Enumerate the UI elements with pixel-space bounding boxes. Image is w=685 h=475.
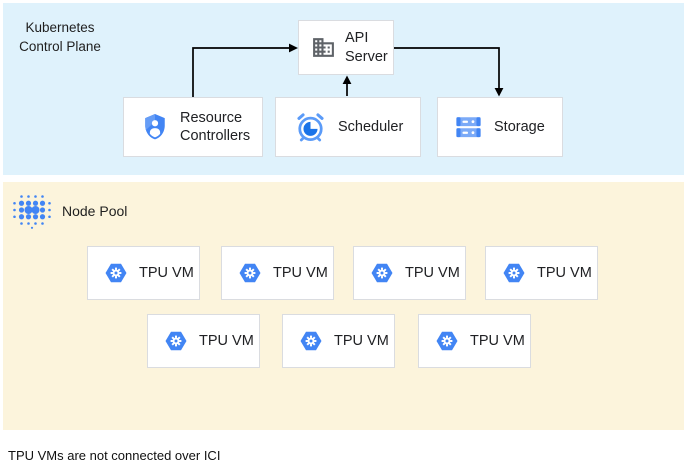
tpu-vm-node: TPU VM xyxy=(282,314,395,368)
building-icon xyxy=(311,35,336,60)
scheduler-label: Scheduler xyxy=(338,118,404,135)
dot-cluster-icon xyxy=(12,190,52,230)
hexagon-gear-icon xyxy=(164,329,188,353)
alarm-clock-icon xyxy=(294,111,327,144)
tpu-vm-label: TPU VM xyxy=(273,264,328,281)
tpu-vm-label: TPU VM xyxy=(405,264,460,281)
api-server-node: API Server xyxy=(298,20,394,75)
hexagon-gear-icon xyxy=(502,261,526,285)
hexagon-gear-icon xyxy=(104,261,128,285)
api-server-label: API Server xyxy=(345,30,388,65)
hexagon-gear-icon xyxy=(299,329,323,353)
shield-user-icon xyxy=(140,112,170,142)
resource-controllers-label: Resource Controllers xyxy=(180,109,251,144)
tpu-vm-label: TPU VM xyxy=(334,332,389,349)
tpu-vm-node: TPU VM xyxy=(87,246,200,300)
control-plane-title: Kubernetes Control Plane xyxy=(19,20,101,54)
tpu-vm-node: TPU VM xyxy=(221,246,334,300)
node-pool-title: Node Pool xyxy=(62,203,128,219)
hexagon-gear-icon xyxy=(370,261,394,285)
server-stack-icon xyxy=(454,114,483,141)
storage-node: Storage xyxy=(437,97,563,157)
hexagon-gear-icon xyxy=(238,261,262,285)
tpu-vm-label: TPU VM xyxy=(139,264,194,281)
footnote-text: TPU VMs are not connected over ICI xyxy=(8,448,221,463)
tpu-vm-label: TPU VM xyxy=(199,332,254,349)
tpu-vm-node: TPU VM xyxy=(485,246,598,300)
tpu-vm-node: TPU VM xyxy=(418,314,531,368)
tpu-vm-label: TPU VM xyxy=(470,332,525,349)
resource-controllers-node: Resource Controllers xyxy=(123,97,263,157)
tpu-vm-label: TPU VM xyxy=(537,264,592,281)
tpu-vm-node: TPU VM xyxy=(147,314,260,368)
storage-label: Storage xyxy=(494,118,545,135)
tpu-vm-node: TPU VM xyxy=(353,246,466,300)
hexagon-gear-icon xyxy=(435,329,459,353)
scheduler-node: Scheduler xyxy=(275,97,421,157)
node-pool-panel xyxy=(3,182,684,430)
